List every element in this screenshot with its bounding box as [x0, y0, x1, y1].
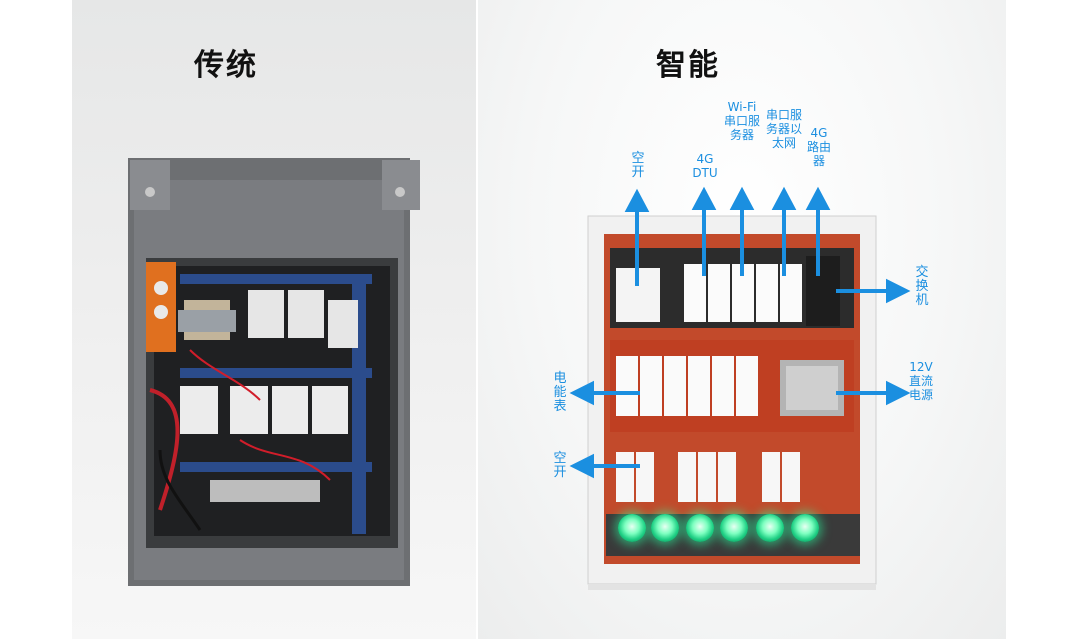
- wifi-serial-label: Wi-Fi 串口服务器: [724, 100, 761, 142]
- indicator-lamp: [618, 514, 646, 542]
- indicator-lamp: [651, 514, 679, 542]
- smart-title: 智能: [656, 48, 720, 83]
- kongkai-top-label: 空开: [631, 151, 645, 180]
- switch-label: 交换机: [915, 265, 929, 308]
- dc-power-label: 12V 直流电源: [908, 360, 933, 402]
- indicator-lamp: [720, 514, 748, 542]
- meter-label: 电能表: [553, 371, 567, 414]
- indicator-lamp: [686, 514, 714, 542]
- indicator-lamp: [791, 514, 819, 542]
- indicator-lamp: [756, 514, 784, 542]
- router-4g-label: 4G 路由器: [806, 126, 831, 168]
- traditional-cabinet-image: [128, 158, 420, 586]
- serial-ethernet-label: 串口服务器以太网: [766, 108, 803, 150]
- kongkai-bottom-label: 空开: [553, 451, 567, 480]
- dtu-4g-label: 4G DTU: [692, 152, 718, 180]
- traditional-title: 传统: [194, 48, 258, 83]
